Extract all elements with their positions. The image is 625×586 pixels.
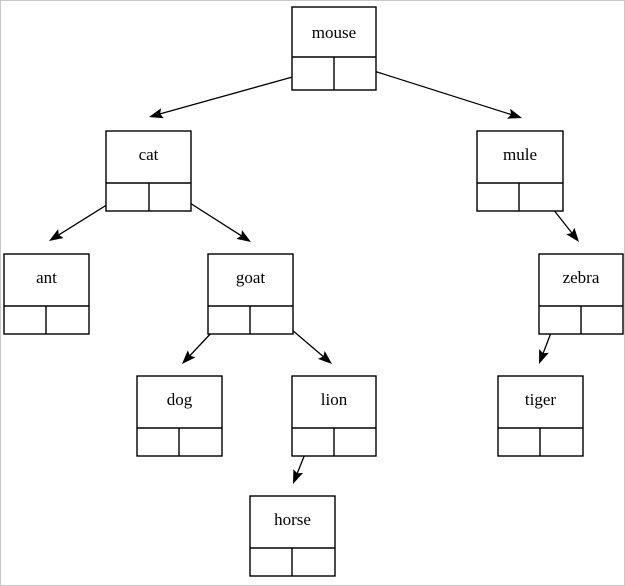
node-right-pointer-cell[interactable]	[292, 548, 335, 576]
node-left-pointer-cell[interactable]	[477, 183, 519, 211]
node-right-pointer-cell[interactable]	[250, 306, 293, 334]
node-label: tiger	[525, 390, 556, 409]
edge-arrowhead	[49, 229, 64, 241]
node-label: ant	[36, 268, 57, 287]
tree-node-ant[interactable]: ant	[3, 253, 90, 335]
node-right-pointer-cell[interactable]	[179, 428, 222, 456]
edge-arrowhead	[317, 350, 332, 364]
node-label: zebra	[563, 268, 600, 287]
edge-line	[159, 70, 315, 115]
node-left-pointer-cell[interactable]	[208, 306, 250, 334]
node-left-pointer-cell[interactable]	[292, 428, 334, 456]
node-left-pointer-cell[interactable]	[539, 306, 581, 334]
edge-arrowhead	[149, 108, 164, 119]
node-label: horse	[274, 510, 311, 529]
tree-node-goat[interactable]: goat	[207, 253, 294, 335]
edge-arrowhead	[182, 350, 196, 364]
tree-node-mule[interactable]: mule	[476, 130, 564, 212]
node-label: mule	[503, 145, 537, 164]
edge-arrowhead	[566, 227, 579, 242]
edge-arrowhead	[293, 469, 304, 484]
node-label: dog	[167, 390, 193, 409]
node-right-pointer-cell[interactable]	[334, 57, 376, 90]
node-label: cat	[139, 145, 159, 164]
node-box	[476, 130, 564, 212]
tree-node-mouse[interactable]: mouse	[291, 6, 377, 91]
node-label: goat	[236, 268, 266, 287]
edge-arrowhead	[507, 108, 522, 119]
tree-node-cat[interactable]: cat	[105, 130, 192, 212]
node-left-pointer-cell[interactable]	[292, 57, 334, 90]
edge-line	[354, 64, 512, 116]
node-left-pointer-cell[interactable]	[4, 306, 46, 334]
node-left-pointer-cell[interactable]	[498, 428, 540, 456]
node-right-pointer-cell[interactable]	[149, 183, 191, 211]
node-right-pointer-cell[interactable]	[519, 183, 563, 211]
node-left-pointer-cell[interactable]	[250, 548, 292, 576]
tree-edge-mouse-left-cat	[149, 70, 315, 119]
tree-node-tiger[interactable]: tiger	[497, 375, 584, 457]
node-label: lion	[321, 390, 348, 409]
node-right-pointer-cell[interactable]	[540, 428, 583, 456]
tree-node-horse[interactable]: horse	[249, 495, 336, 577]
tree-node-dog[interactable]: dog	[136, 375, 223, 457]
edge-arrowhead	[236, 230, 251, 242]
edge-arrowhead	[539, 349, 549, 364]
node-label: mouse	[312, 23, 356, 42]
node-left-pointer-cell[interactable]	[137, 428, 179, 456]
tree-node-lion[interactable]: lion	[291, 375, 377, 457]
node-right-pointer-cell[interactable]	[46, 306, 89, 334]
node-right-pointer-cell[interactable]	[334, 428, 376, 456]
node-right-pointer-cell[interactable]	[581, 306, 623, 334]
tree-node-zebra[interactable]: zebra	[538, 253, 624, 335]
node-left-pointer-cell[interactable]	[106, 183, 149, 211]
tree-edge-mouse-right-mule	[354, 64, 522, 119]
nodes-layer: mouse cat mule ant goat zebra dog lion tiger hors…	[3, 6, 624, 577]
